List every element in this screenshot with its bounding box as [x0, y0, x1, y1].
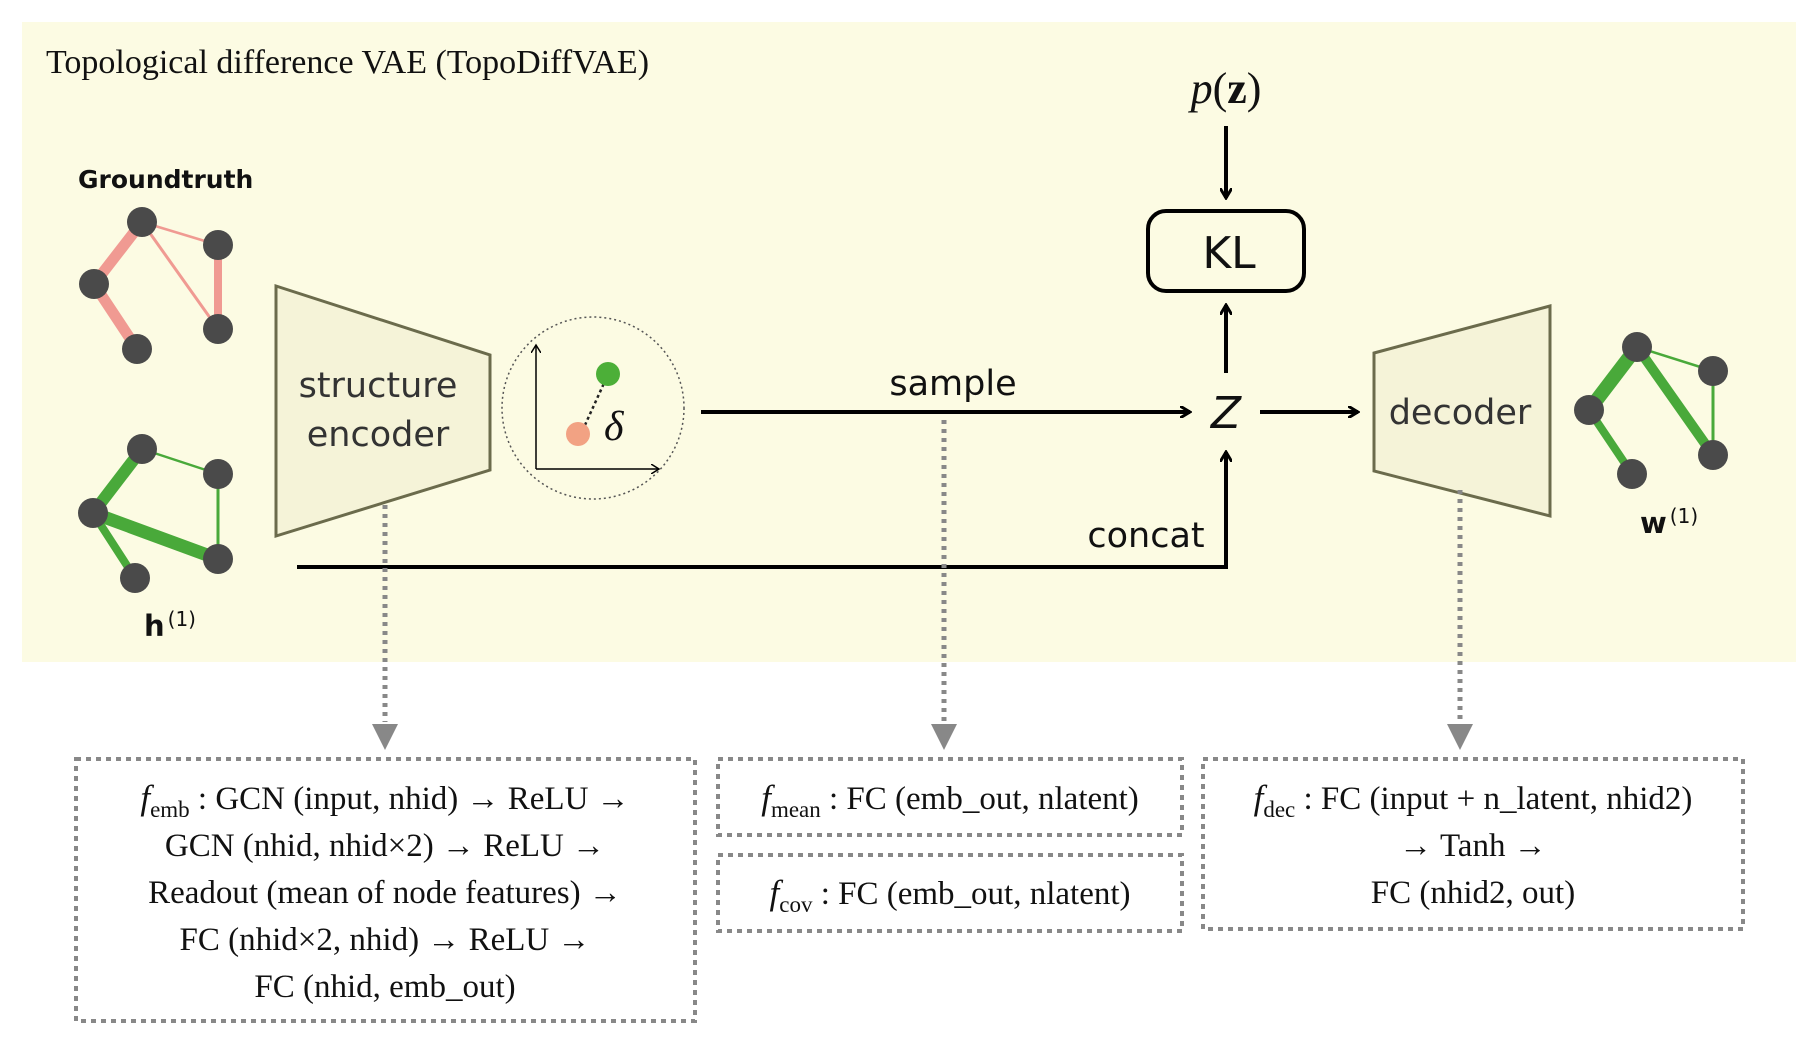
graph-node: [1698, 440, 1728, 470]
graph-node: [120, 563, 150, 593]
delta-dotted-link: [578, 380, 607, 437]
graph-node: [203, 459, 233, 489]
decoder-block: [1372, 304, 1552, 518]
delta-green-point: [596, 362, 620, 386]
prior-label: p(z): [1188, 64, 1262, 113]
kl-box: [1146, 209, 1306, 293]
w-graph: [1574, 332, 1728, 489]
graph-edge: [140, 221, 220, 330]
concat-arrow: [297, 452, 1226, 569]
emb-line-2: GCN (nhid, nhid×2) → ReLU →: [165, 828, 605, 864]
graph-node: [203, 230, 233, 260]
decoder-label: decoder: [1389, 393, 1532, 433]
structure-encoder-block: [274, 283, 492, 539]
z-symbol: Z: [1210, 388, 1242, 439]
emb-line-5: FC (nhid, emb_out): [254, 969, 515, 1005]
concat-label: concat: [1087, 516, 1204, 556]
graph-node: [78, 498, 108, 528]
graph-edge: [90, 506, 221, 566]
groundtruth-graph: [79, 207, 233, 364]
delta-symbol: δ: [604, 404, 625, 450]
dotted-connectors: [372, 420, 1473, 750]
graph-node: [127, 207, 157, 237]
sample-label: sample: [889, 364, 1016, 404]
mean-line: fmean : FC (emb_out, nlatent): [761, 778, 1139, 822]
cov-function-box: [716, 853, 1184, 933]
dec-function-box: [1201, 757, 1745, 931]
graph-node: [79, 269, 109, 299]
encoder-label-line1: structure: [299, 366, 458, 406]
sample-dotted-arrowhead: [931, 724, 957, 750]
emb-line-1: femb : GCN (input, nhid) → ReLU →: [140, 778, 629, 822]
graph-node: [122, 334, 152, 364]
emb-line-4: FC (nhid×2, nhid) → ReLU →: [180, 922, 591, 958]
decoder-dotted-arrowhead: [1447, 724, 1473, 750]
graph-node: [1617, 459, 1647, 489]
graph-node: [203, 544, 233, 574]
dec-line-2: → Tanh →: [1399, 828, 1546, 864]
delta-dotted-circle: [501, 316, 685, 500]
dec-line-1: fdec : FC (input + n_latent, nhid2): [1254, 778, 1693, 822]
emb-function-box: [74, 757, 697, 1023]
mean-function-box: [716, 757, 1184, 837]
graph-node: [1622, 332, 1652, 362]
graph-edge: [1632, 344, 1718, 458]
emb-line-3: Readout (mean of node features) →: [148, 875, 622, 911]
cov-line: fcov : FC (emb_out, nlatent): [770, 873, 1131, 917]
diagram-title: Topological difference VAE (TopoDiffVAE): [46, 44, 649, 81]
graph-node: [1574, 395, 1604, 425]
h-label: h(1): [144, 607, 196, 643]
latent-delta-illustration: δ: [501, 316, 685, 500]
delta-orange-point: [566, 422, 590, 446]
w-label: w(1): [1640, 504, 1698, 540]
encoder-dotted-arrowhead: [372, 724, 398, 750]
dec-line-3: FC (nhid2, out): [1371, 875, 1575, 911]
graph-node: [203, 314, 233, 344]
encoder-label-line2: encoder: [307, 415, 450, 455]
graph-node: [127, 434, 157, 464]
graph-node: [1698, 356, 1728, 386]
h-graph: [78, 434, 233, 593]
kl-label: KL: [1202, 228, 1256, 279]
groundtruth-label: Groundtruth: [78, 165, 253, 194]
